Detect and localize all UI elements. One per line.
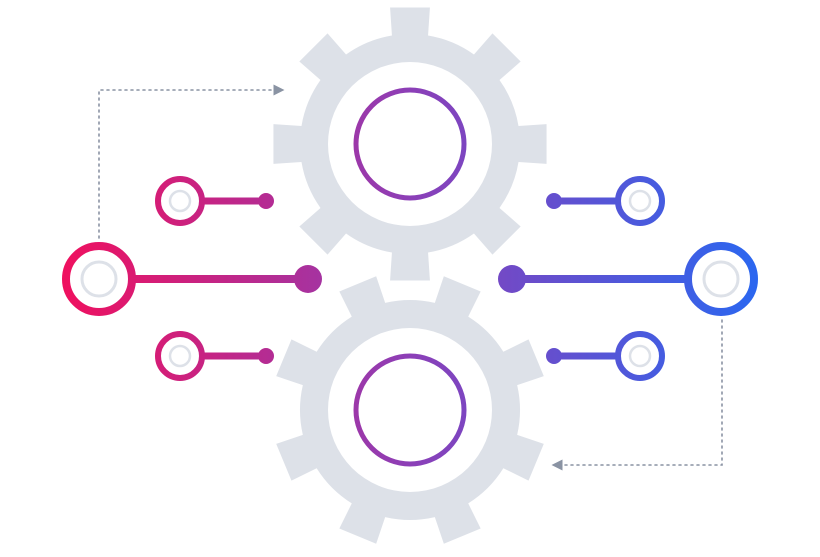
- connector-right-lower-node-inner-icon: [628, 344, 652, 368]
- dotted-arrow-bottom-right: [551, 319, 723, 471]
- gears: [273, 7, 547, 544]
- dotted-arrows: [98, 84, 723, 471]
- gear-bottom-inner-ring-icon: [353, 353, 467, 467]
- connector-left-upper: [155, 176, 274, 226]
- gear-top: [273, 7, 547, 281]
- connector-right-large: [498, 242, 758, 316]
- connector-left-lower-end-dot-icon: [258, 348, 274, 364]
- left-connectors: [62, 176, 322, 381]
- connector-left-lower-node-inner-icon: [168, 344, 192, 368]
- connector-right-large-end-dot-icon: [498, 265, 526, 293]
- connector-right-large-node-inner-icon: [702, 260, 740, 298]
- connector-right-upper-end-dot-icon: [546, 193, 562, 209]
- connector-right-lower: [546, 331, 665, 381]
- gear-bottom: [276, 276, 544, 544]
- gear-bottom-body: [276, 276, 544, 544]
- connector-left-large-node-inner-icon: [80, 260, 118, 298]
- gear-top-inner-ring-icon: [353, 87, 467, 201]
- connector-left-large: [62, 242, 322, 316]
- connector-left-large-end-dot-icon: [294, 265, 322, 293]
- connector-right-upper-node-inner-icon: [628, 189, 652, 213]
- connector-right-upper: [546, 176, 665, 226]
- connector-left-lower: [155, 331, 274, 381]
- connector-right-lower-end-dot-icon: [546, 348, 562, 364]
- dotted-arrow-top-left: [98, 84, 285, 239]
- gear-top-body: [273, 7, 547, 281]
- connector-left-upper-node-inner-icon: [168, 189, 192, 213]
- connector-left-upper-end-dot-icon: [258, 193, 274, 209]
- right-connectors: [498, 176, 758, 381]
